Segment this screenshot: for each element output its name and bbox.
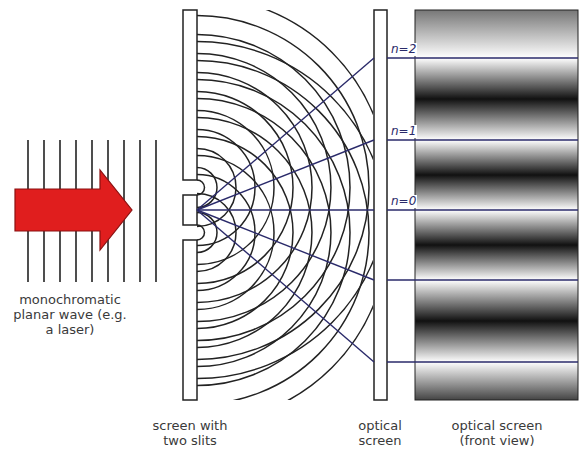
fringe-pattern	[415, 10, 578, 400]
order-label: n=2	[390, 43, 417, 56]
caption-label: screen with two slits	[142, 418, 238, 448]
caption-label: optical screen (front view)	[442, 418, 552, 448]
laser-arrow	[15, 170, 132, 250]
slit-screen	[183, 10, 205, 400]
optical-screen	[374, 10, 387, 400]
caption-label: monochromatic planar wave (e.g. a laser)	[11, 292, 129, 337]
caption-label: optical screen	[347, 418, 413, 448]
order-label: n=1	[390, 125, 417, 138]
order-rays	[197, 58, 578, 362]
order-label: n=0	[390, 195, 417, 208]
diffracted-wavefronts	[197, 10, 373, 400]
